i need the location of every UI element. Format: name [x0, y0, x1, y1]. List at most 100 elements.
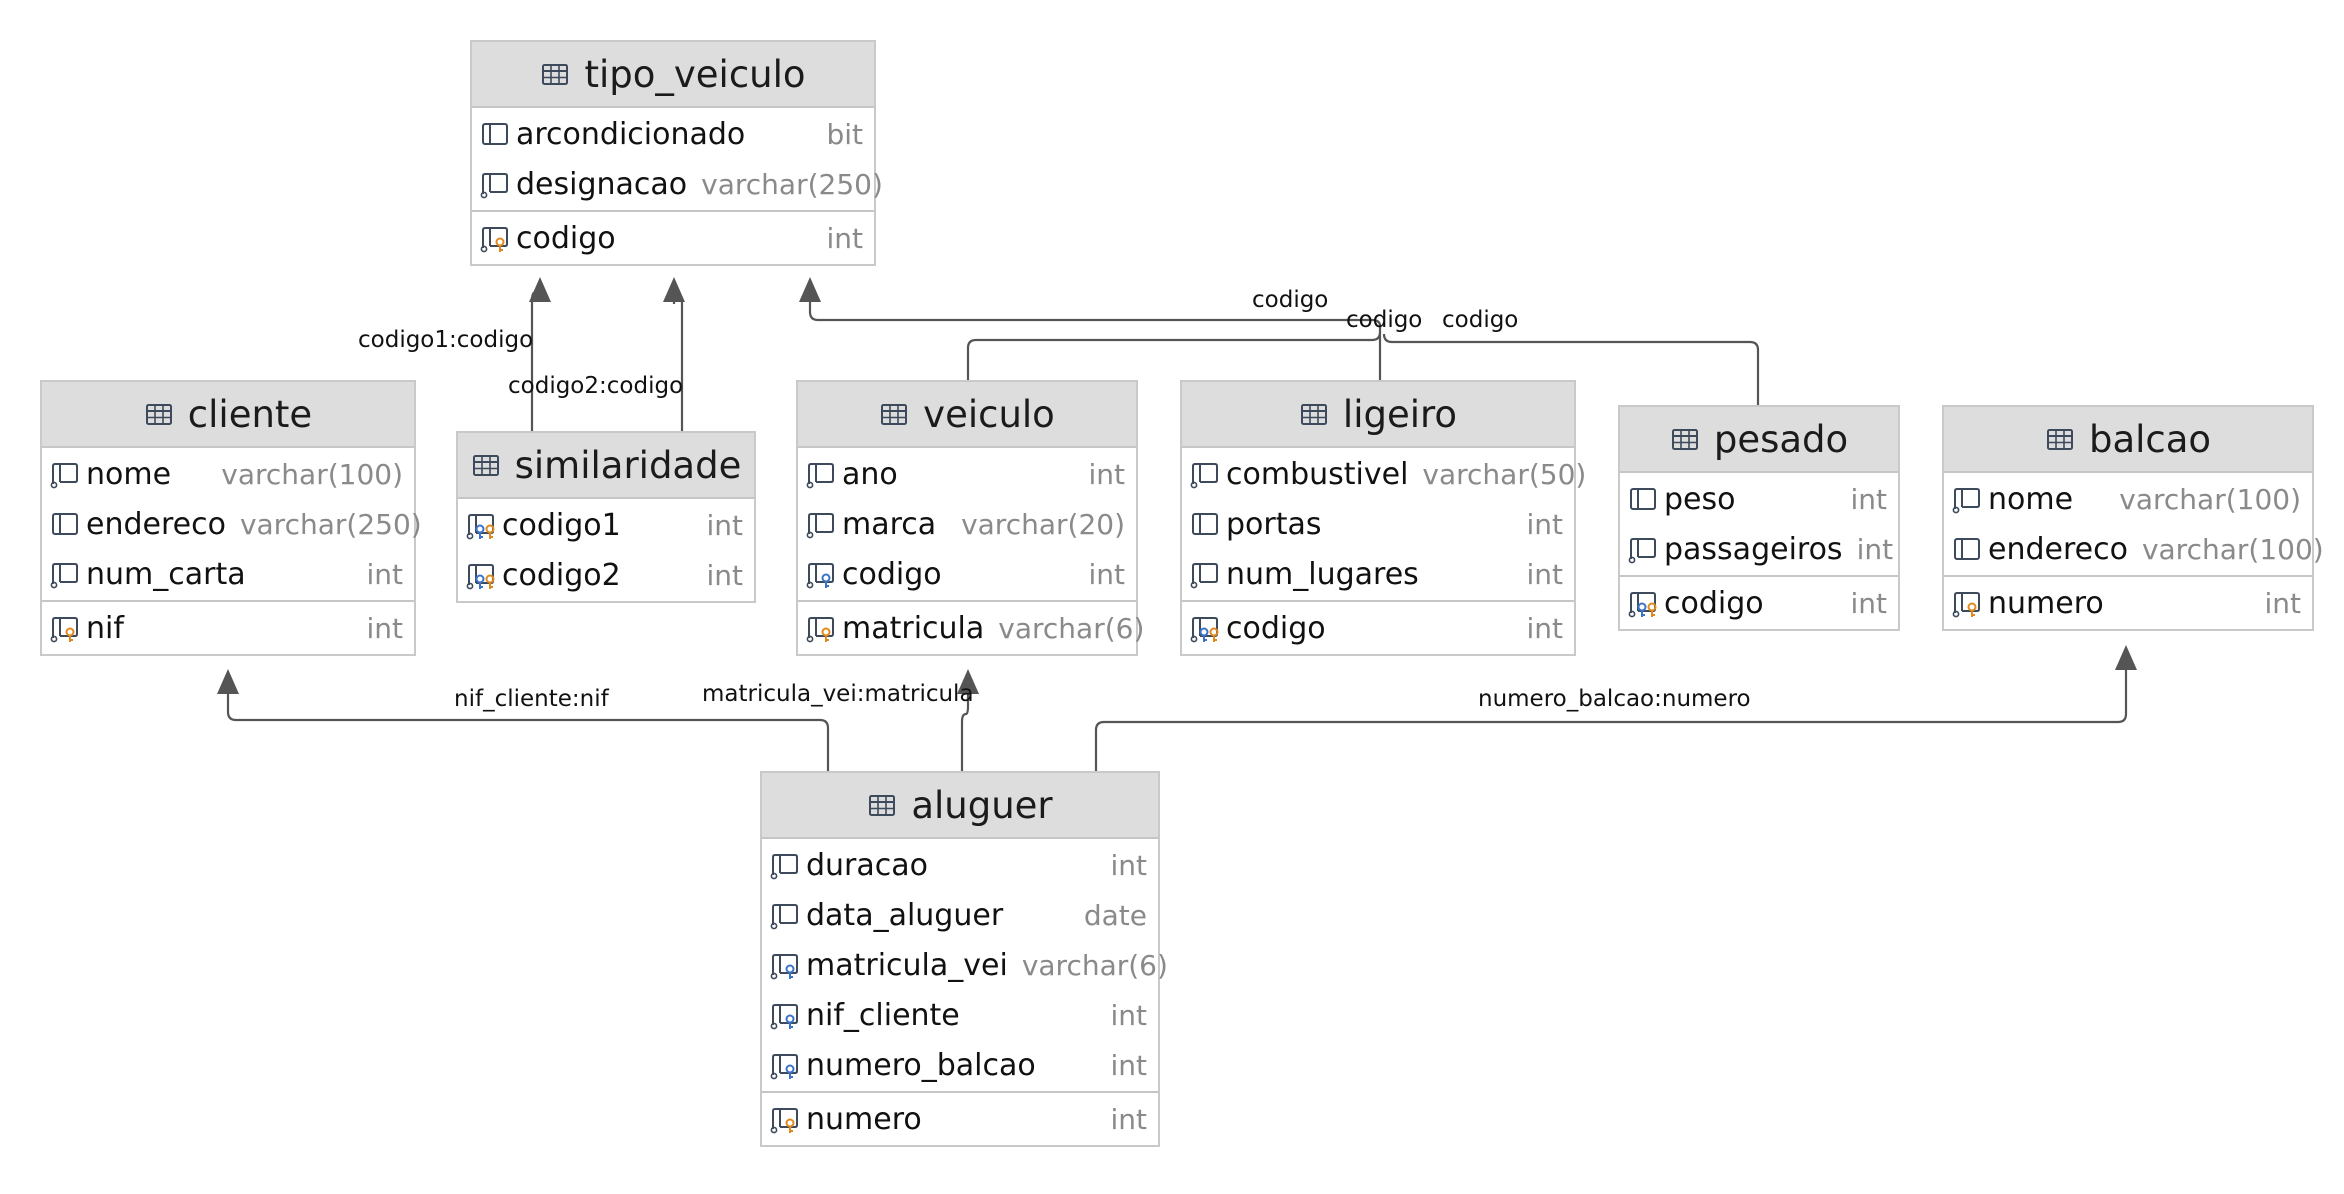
nullable-column-icon — [1952, 484, 1982, 514]
column-type: bit — [826, 117, 863, 151]
foreign-key-icon — [770, 950, 800, 980]
nullable-column-icon — [1190, 559, 1220, 589]
column-type: varchar(100) — [2141, 532, 2324, 566]
column-type: int — [1088, 557, 1125, 591]
table-header[interactable]: tipo_veiculo — [472, 42, 874, 108]
column-type: varchar(250) — [701, 167, 883, 201]
arrowhead-veiculo — [957, 669, 979, 694]
column-type: varchar(100) — [2119, 482, 2301, 516]
arrowhead-cliente — [217, 669, 239, 694]
column-type: int — [1110, 1102, 1147, 1136]
column-name: nif_cliente — [806, 997, 960, 1033]
column-type: varchar(100) — [221, 457, 403, 491]
column-type: int — [1856, 532, 1894, 566]
column-name: arcondicionado — [516, 116, 746, 152]
column-row[interactable]: codigo int — [1182, 603, 1574, 653]
nullable-column-icon — [50, 559, 80, 589]
column-row[interactable]: nome varchar(100) — [1944, 474, 2312, 524]
column-icon — [1190, 509, 1220, 539]
column-name: codigo — [1226, 610, 1326, 646]
arrowhead-balcao — [2115, 645, 2137, 670]
column-type: date — [1083, 898, 1147, 932]
table-header[interactable]: ligeiro — [1182, 382, 1574, 448]
primary-key-icon — [806, 613, 836, 643]
nullable-column-icon — [1628, 534, 1658, 564]
relation-line-aluguer-veiculo — [960, 688, 970, 772]
primary-foreign-key-icon — [466, 560, 496, 590]
column-name: nome — [1988, 481, 2074, 517]
table-icon — [1299, 399, 1329, 429]
column-name: codigo2 — [502, 557, 621, 593]
relation-line-veiculo — [808, 286, 1382, 381]
primary-key-icon — [50, 613, 80, 643]
table-icon — [867, 790, 897, 820]
table-name: aluguer — [911, 783, 1053, 827]
table-header[interactable]: similaridade — [458, 433, 754, 499]
table-header[interactable]: pesado — [1620, 407, 1898, 473]
relation-label: codigo — [1442, 307, 1519, 333]
nullable-column-icon — [770, 900, 800, 930]
table-header[interactable]: cliente — [42, 382, 414, 448]
table-header[interactable]: balcao — [1944, 407, 2312, 473]
column-type: int — [1526, 611, 1563, 645]
relation-line-pesado — [1382, 333, 1760, 406]
nullable-column-icon — [770, 850, 800, 880]
primary-foreign-key-icon — [466, 510, 496, 540]
column-name: peso — [1664, 481, 1736, 517]
column-type: int — [1526, 507, 1563, 541]
table-header[interactable]: veiculo — [798, 382, 1136, 448]
column-name: num_carta — [86, 556, 246, 592]
table-name: tipo_veiculo — [584, 52, 806, 96]
column-name: codigo — [516, 220, 616, 256]
table-header[interactable]: aluguer — [762, 773, 1158, 839]
primary-key-icon — [770, 1104, 800, 1134]
column-name: numero — [1988, 585, 2104, 621]
column-row[interactable]: arcondicionado bit — [472, 109, 874, 159]
column-name: duracao — [806, 847, 929, 883]
arrowhead-similaridade-codigo1 — [529, 277, 551, 302]
column-type: varchar(6) — [1021, 948, 1168, 982]
relation-label: codigo — [1346, 307, 1423, 333]
